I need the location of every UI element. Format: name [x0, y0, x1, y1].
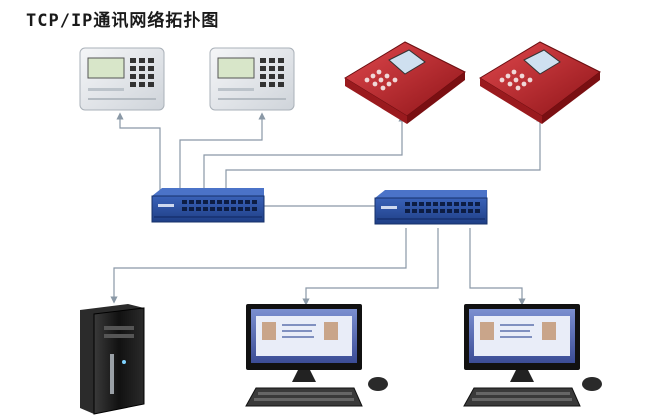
keypad-icon [130, 58, 154, 87]
keypad-icon [364, 69, 398, 91]
ethernet-port-icon [182, 200, 257, 211]
edge-terminal-1-switch-1 [116, 112, 161, 190]
terminal-screen [87, 57, 125, 79]
edge-reader-1-switch-1 [203, 114, 406, 190]
workstation-1 [245, 304, 388, 407]
terminal-screen [217, 57, 255, 79]
wall-terminal-1 [79, 47, 165, 111]
edge-switch-2-server [110, 228, 407, 304]
keyboard-icon [245, 387, 363, 407]
reader-screen [523, 49, 561, 75]
edge-switch-2-workstation-1 [302, 228, 439, 306]
diagram-title: TCP/IP通讯网络拓扑图 [26, 11, 220, 31]
reader-screen [388, 49, 426, 75]
network-switch-1 [151, 188, 265, 223]
workstation-2 [463, 304, 602, 407]
edge-switch-2-workstation-2 [469, 228, 526, 306]
ethernet-port-icon [405, 202, 480, 213]
server-tower [80, 304, 145, 415]
keypad-icon [260, 58, 284, 87]
mouse-icon [368, 377, 388, 391]
network-switch-2 [374, 190, 488, 225]
keypad-icon [499, 69, 533, 91]
card-reader-1 [344, 41, 466, 124]
card-reader-2 [479, 41, 601, 124]
connection-lines [110, 112, 544, 306]
edge-reader-2-switch-1 [225, 114, 544, 190]
mouse-icon [582, 377, 602, 391]
edge-terminal-2-switch-1 [179, 112, 266, 190]
keyboard-icon [463, 387, 581, 407]
wall-terminal-2 [209, 47, 295, 111]
